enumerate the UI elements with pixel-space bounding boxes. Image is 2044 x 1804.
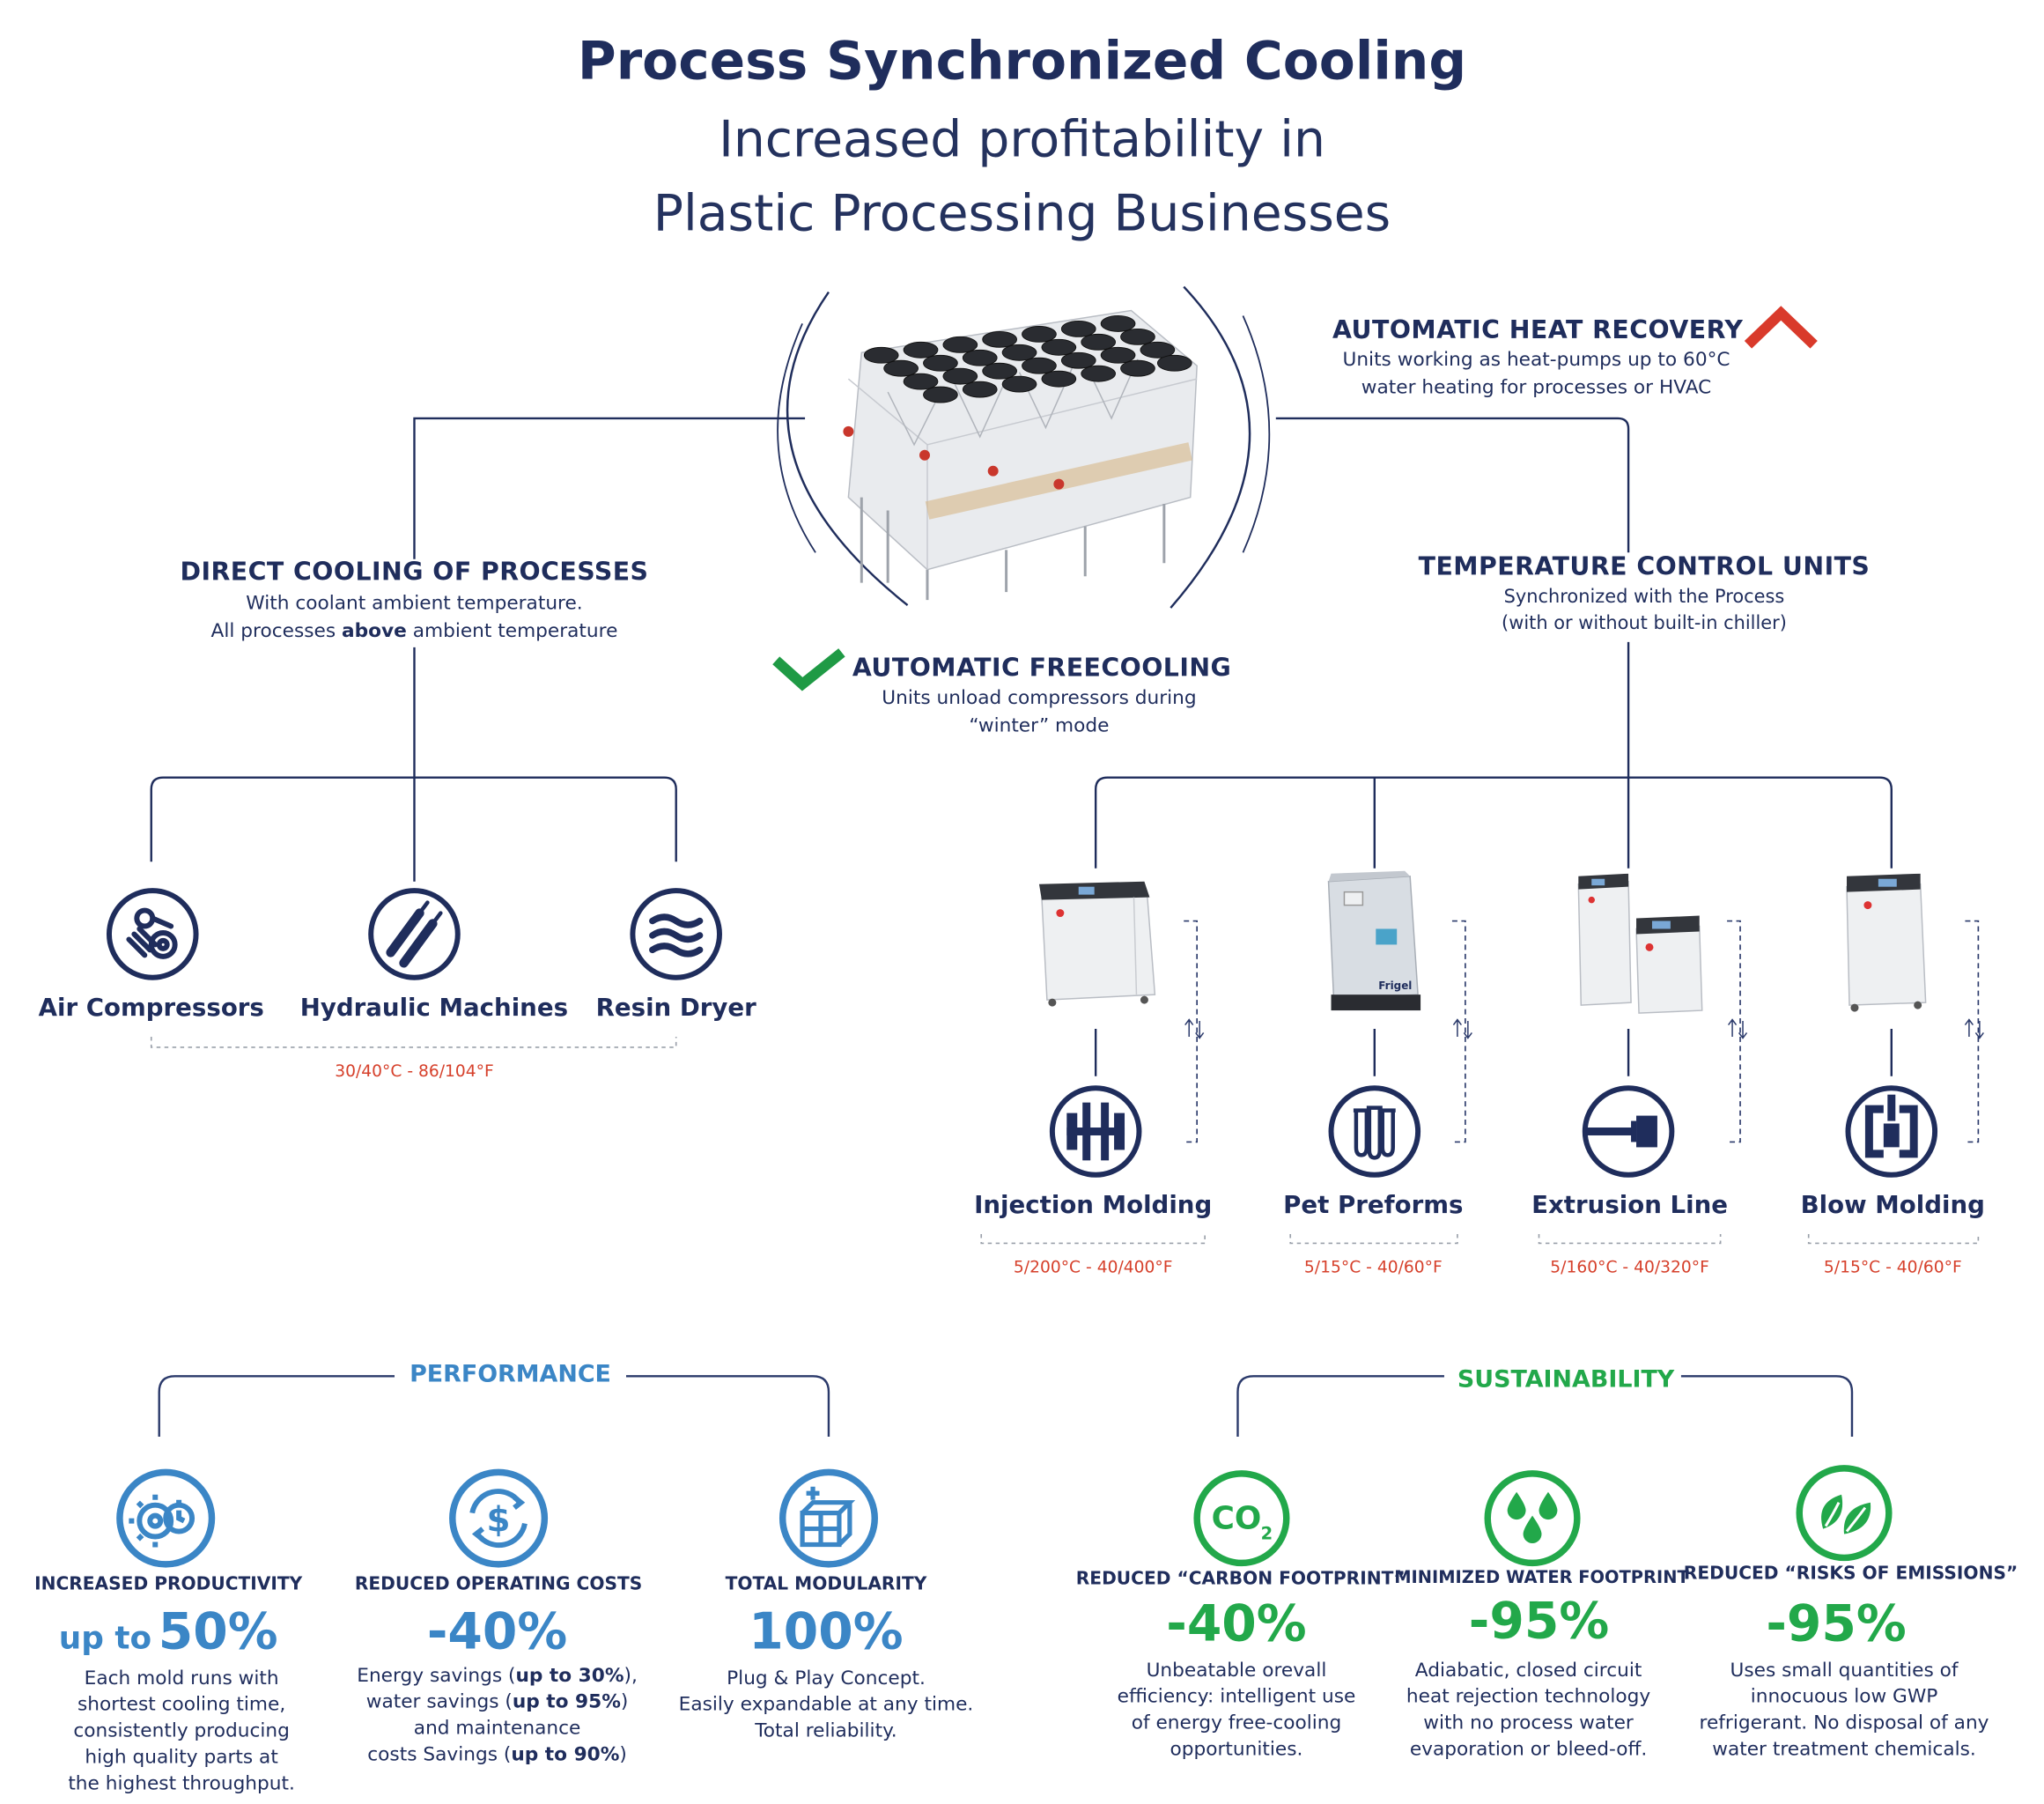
modular-boxes-icon bbox=[778, 1468, 878, 1568]
label-extrusion-line: Extrusion Line bbox=[1531, 1192, 1729, 1220]
tcu-desc: Synchronized with the Process (with or w… bbox=[1381, 584, 1907, 637]
modularity-desc: Plug & Play Concept. Easily expandable a… bbox=[678, 1667, 974, 1742]
direct-cooling-range: 30/40°C - 86/104°F bbox=[335, 1060, 494, 1081]
tcu-machine-extrusion bbox=[1577, 873, 1703, 1014]
freecooling-check-icon bbox=[772, 648, 845, 691]
emissions-risk-value: -95% bbox=[1766, 1594, 1907, 1652]
performance-heading: PERFORMANCE bbox=[395, 1360, 626, 1388]
svg-text:$: $ bbox=[487, 1501, 511, 1541]
label-hydraulic-machines: Hydraulic Machines bbox=[299, 994, 569, 1023]
air-compressor-icon bbox=[106, 888, 199, 980]
heat-recovery-desc: Units working as heat-pumps up to 60°C w… bbox=[1302, 347, 1771, 403]
operating-costs-desc: Energy savings (up to 30%), water saving… bbox=[357, 1665, 638, 1766]
operating-costs-heading: REDUCED OPERATING COSTS bbox=[354, 1573, 643, 1595]
chiller-fans bbox=[863, 315, 1192, 403]
direct-cooling-title: DIRECT COOLING OF PROCESSES bbox=[180, 558, 649, 588]
water-footprint-desc: Adiabatic, closed circuit heat rejection… bbox=[1406, 1660, 1651, 1761]
operating-costs-value: -40% bbox=[426, 1602, 568, 1660]
blow-mold-icon bbox=[1845, 1085, 1938, 1178]
productivity-value-number: 50% bbox=[158, 1602, 278, 1660]
heat-recovery-line-1: Units working as heat-pumps up to 60°C bbox=[1342, 350, 1730, 372]
hydraulic-cylinders-icon bbox=[368, 888, 461, 980]
subtitle-line-1: Increased profitability in bbox=[719, 110, 1325, 169]
carbon-footprint-value: -40% bbox=[1166, 1594, 1307, 1652]
tcu-line-1: Synchronized with the Process bbox=[1503, 587, 1785, 609]
freecooling-title: AUTOMATIC FREECOOLING bbox=[852, 654, 1232, 684]
direct-cooling-desc: With coolant ambient temperature. All pr… bbox=[131, 591, 697, 647]
range-extrusion-line: 5/160°C - 40/320°F bbox=[1550, 1256, 1709, 1276]
label-air-compressors: Air Compressors bbox=[38, 994, 264, 1023]
label-injection-molding: Injection Molding bbox=[974, 1192, 1213, 1220]
water-footprint-value: -95% bbox=[1468, 1592, 1610, 1650]
waves-icon bbox=[630, 888, 722, 980]
water-footprint-heading: MINIMIZED WATER FOOTPRINT bbox=[1394, 1568, 1689, 1588]
injection-mold-icon bbox=[1049, 1085, 1142, 1178]
page-subtitle: Increased profitability in Plastic Proce… bbox=[0, 103, 2044, 250]
productivity-value: up to 50% bbox=[13, 1602, 323, 1660]
extruder-icon bbox=[1582, 1085, 1675, 1178]
co2-sub-text: 2 bbox=[1261, 1524, 1273, 1544]
water-drops-icon bbox=[1484, 1470, 1581, 1567]
heat-up-arrow-icon bbox=[1744, 306, 1818, 349]
tcu-brand-label: Frigel bbox=[1378, 980, 1412, 992]
emissions-risk-heading: REDUCED “RISKS OF EMISSIONS” bbox=[1683, 1563, 2018, 1585]
gear-stopwatch-icon bbox=[116, 1468, 216, 1568]
chiller-unit-image bbox=[843, 309, 1198, 601]
productivity-desc: Each mold runs with shortest cooling tim… bbox=[68, 1667, 295, 1795]
carbon-footprint-desc: Unbeatable orevall efficiency: intellige… bbox=[1117, 1660, 1356, 1761]
freecooling-line-2: “winter” mode bbox=[969, 715, 1110, 737]
freecooling-desc: Units unload compressors during “winter”… bbox=[842, 685, 1236, 741]
tcu-machine-injection bbox=[1038, 881, 1156, 1007]
label-pet-preforms: Pet Preforms bbox=[1283, 1192, 1464, 1220]
productivity-value-prefix: up to bbox=[58, 1619, 152, 1657]
test-tubes-icon bbox=[1328, 1085, 1421, 1178]
dollar-cycle-icon: $ bbox=[449, 1468, 549, 1568]
tcu-machine-pet: Frigel bbox=[1327, 870, 1421, 1011]
sustainability-heading: SUSTAINABILITY bbox=[1443, 1365, 1681, 1394]
heat-recovery-line-2: water heating for processes or HVAC bbox=[1361, 377, 1712, 399]
carbon-footprint-heading: REDUCED “CARBON FOOTPRINT” bbox=[1075, 1568, 1406, 1590]
range-pet-preforms: 5/15°C - 40/60°F bbox=[1303, 1256, 1443, 1276]
tcu-title: TEMPERATURE CONTROL UNITS bbox=[1418, 552, 1871, 582]
leaves-icon bbox=[1796, 1465, 1893, 1562]
label-resin-dryer: Resin Dryer bbox=[595, 994, 756, 1023]
label-blow-molding: Blow Molding bbox=[1800, 1192, 1985, 1220]
productivity-heading: INCREASED PRODUCTIVITY bbox=[34, 1573, 303, 1595]
subtitle-line-2: Plastic Processing Businesses bbox=[653, 184, 1391, 242]
heat-recovery-title: AUTOMATIC HEAT RECOVERY bbox=[1332, 315, 1744, 345]
emissions-risk-desc: Uses small quantities of innocuous low G… bbox=[1699, 1660, 1989, 1761]
direct-cooling-line-2: All processes above ambient temperature bbox=[210, 620, 618, 642]
modularity-heading: TOTAL MODULARITY bbox=[725, 1573, 927, 1595]
co2-icon: CO 2 bbox=[1193, 1470, 1290, 1567]
range-injection-molding: 5/200°C - 40/400°F bbox=[1013, 1256, 1173, 1276]
modularity-value: 100% bbox=[749, 1602, 904, 1660]
direct-cooling-line-1: With coolant ambient temperature. bbox=[246, 593, 583, 615]
tcu-line-2: (with or without built-in chiller) bbox=[1502, 613, 1787, 634]
tcu-machine-blow bbox=[1846, 873, 1927, 1012]
co2-main-text: CO bbox=[1212, 1501, 1262, 1537]
range-blow-molding: 5/15°C - 40/60°F bbox=[1823, 1256, 1962, 1276]
page-title: Process Synchronized Cooling bbox=[577, 31, 1467, 92]
chiller-pipes bbox=[843, 425, 1065, 490]
freecooling-line-1: Units unload compressors during bbox=[882, 688, 1197, 710]
